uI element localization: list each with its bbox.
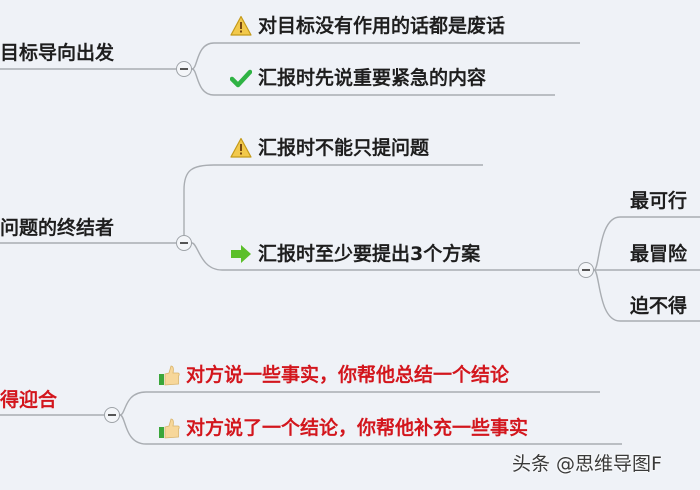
branch-label: 得迎合 [0, 389, 58, 411]
warning-icon [230, 15, 252, 36]
node-label: 最冒险 [630, 243, 688, 265]
option-node[interactable]: 迫不得 [630, 294, 687, 318]
child-node[interactable]: 对目标没有作用的话都是废话 [230, 14, 505, 38]
option-node[interactable]: 最冒险 [630, 242, 687, 266]
node-label: 汇报时不能只提问题 [258, 137, 430, 159]
checkmark-icon [230, 69, 252, 88]
branch-goal-oriented[interactable]: 目标导向出发 [0, 41, 114, 65]
node-label: 对方说一些事实，你帮他总结一个结论 [186, 364, 510, 386]
collapse-toggle-branch-2[interactable] [176, 235, 192, 251]
arrow-right-icon [231, 245, 251, 263]
thumbs-up-icon [159, 365, 180, 386]
watermark: 头条 @思维导图F [512, 453, 662, 475]
branch-label: 问题的终结者 [0, 217, 115, 239]
child-node[interactable]: 对方说了一个结论，你帮他补充一些事实 [158, 416, 528, 440]
child-node[interactable]: 对方说一些事实，你帮他总结一个结论 [158, 363, 509, 387]
child-node[interactable]: 汇报时先说重要紧急的内容 [230, 66, 486, 90]
branch-label: 目标导向出发 [0, 42, 115, 64]
collapse-toggle-subbranch[interactable] [578, 262, 594, 278]
collapse-toggle-branch-3[interactable] [104, 407, 120, 423]
node-label: 迫不得 [630, 295, 688, 317]
child-node[interactable]: 汇报时至少要提出3个方案 [230, 242, 480, 266]
thumbs-up-icon [159, 418, 180, 439]
child-node[interactable]: 汇报时不能只提问题 [230, 136, 429, 160]
node-label: 最可行 [630, 190, 688, 212]
node-label: 对方说了一个结论，你帮他补充一些事实 [186, 417, 529, 439]
node-label: 汇报时至少要提出3个方案 [258, 243, 481, 265]
branch-problem-solver[interactable]: 问题的终结者 [0, 216, 114, 240]
node-label: 对目标没有作用的话都是废话 [258, 15, 506, 37]
node-label: 汇报时先说重要紧急的内容 [258, 67, 487, 89]
warning-icon [230, 137, 252, 158]
branch-accommodate[interactable]: 得迎合 [0, 388, 57, 412]
collapse-toggle-branch-1[interactable] [176, 61, 192, 77]
option-node[interactable]: 最可行 [630, 189, 687, 213]
